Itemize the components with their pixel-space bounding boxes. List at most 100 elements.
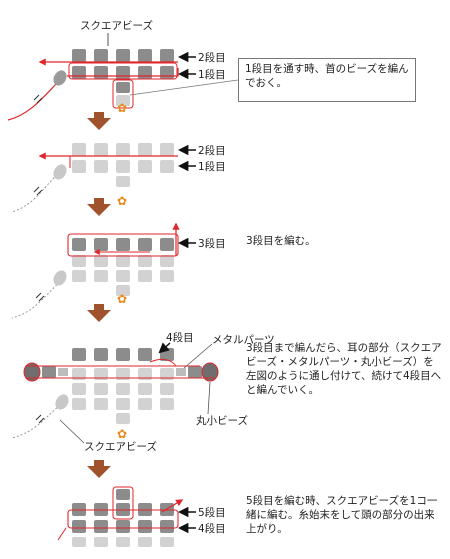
- bead: [94, 49, 108, 62]
- flower-icon: ✿: [117, 101, 127, 115]
- bead: [138, 255, 152, 267]
- step2-row1-label: 1段目: [198, 160, 226, 173]
- bead: [138, 348, 152, 361]
- bead: [72, 255, 86, 267]
- bead: [72, 238, 86, 251]
- bead: [72, 520, 86, 533]
- step1-row1-label: 1段目: [198, 68, 226, 81]
- break-mark: [35, 414, 45, 424]
- down-arrow-icon: [87, 198, 111, 216]
- bead: [138, 398, 152, 410]
- step1-note: 1段目を通す時、首のビーズを編んでおく。: [238, 58, 416, 102]
- bead: [138, 49, 152, 62]
- bead: [94, 238, 108, 251]
- bead: [94, 398, 108, 410]
- bead: [72, 383, 86, 395]
- step5-diagram: 5段目 4段目: [57, 486, 226, 547]
- needle-end: [53, 164, 67, 180]
- bead: [94, 255, 108, 267]
- bead: [160, 255, 174, 267]
- neck-bead: [116, 413, 130, 424]
- bead: [138, 368, 152, 380]
- step1-title: スクエアビーズ: [80, 19, 153, 32]
- bead: [138, 383, 152, 395]
- bead: [160, 66, 174, 79]
- thread-tail: [11, 404, 61, 439]
- note-leader: [129, 79, 239, 96]
- step5-row4-beads: [72, 520, 174, 533]
- bead: [138, 160, 152, 173]
- metal-part: [58, 368, 68, 376]
- neck-bead: [116, 82, 130, 93]
- bead: [138, 537, 152, 547]
- step4-row4-label: 4段目: [166, 331, 194, 344]
- bead: [94, 143, 108, 156]
- round-leader: [207, 381, 211, 415]
- bead: [94, 537, 108, 547]
- step1-row1-beads: [72, 66, 174, 106]
- step3-row3-beads: [72, 238, 174, 251]
- bead: [138, 66, 152, 79]
- ear-right: [176, 362, 219, 382]
- step4-round-label: 丸小ビーズ: [196, 414, 248, 427]
- bead: [72, 160, 86, 173]
- flower-icon: ✿: [117, 194, 127, 208]
- step5-row5-label: 5段目: [198, 506, 226, 519]
- step2-diagram: ✿ 2段目 1段目: [11, 143, 226, 213]
- bead: [160, 160, 174, 173]
- bead: [138, 143, 152, 156]
- bead: [160, 520, 174, 533]
- round-bead: [23, 362, 41, 382]
- needle-end: [55, 394, 69, 410]
- round-bead: [201, 362, 219, 382]
- step5-note: 5段目を編む時、スクエアビーズを1コ一緒に編む。糸始末をして頭の部分の出来上がり…: [246, 495, 438, 535]
- break-mark: [35, 292, 45, 302]
- down-arrow-icon: [87, 460, 111, 478]
- break-mark: [33, 186, 43, 196]
- step4-lower-beads: [72, 368, 174, 424]
- step3-note: 3段目を編む。: [246, 235, 316, 247]
- square-leader: [59, 419, 85, 444]
- bead: [138, 238, 152, 251]
- step4-row4-beads: [72, 348, 174, 361]
- step3-lower-beads: [72, 255, 174, 296]
- metal-leader: [183, 343, 213, 369]
- bead: [72, 348, 86, 361]
- bead: [160, 49, 174, 62]
- thread-path: [149, 358, 177, 367]
- thread-tail: [11, 171, 61, 213]
- metal-part: [176, 368, 186, 376]
- bead: [94, 520, 108, 533]
- bead: [72, 537, 86, 547]
- step3-diagram: ✿ 3段目: [11, 222, 226, 319]
- thread-loop: [68, 62, 178, 80]
- bead: [72, 398, 86, 410]
- needle-end: [53, 270, 67, 286]
- bead: [72, 368, 86, 380]
- thread-path: [57, 527, 67, 541]
- bead: [160, 143, 174, 156]
- step4-diagram: ✿ 4段目 メタルパーツ 丸小ビーズ スクエアビーズ: [11, 331, 275, 453]
- step1-diagram: スクエアビーズ ✿ 2段目: [7, 19, 239, 121]
- step5-row4-label: 4段目: [198, 522, 226, 535]
- ear-square-bead: [42, 366, 56, 378]
- neck-bead: [116, 285, 130, 296]
- ear-left: [23, 362, 68, 382]
- bead: [94, 270, 108, 282]
- neck-bead: [116, 95, 130, 106]
- bead: [116, 368, 130, 380]
- ear-square-bead: [188, 366, 202, 378]
- bead: [160, 537, 174, 547]
- down-arrow-icon: [87, 112, 111, 130]
- bead: [94, 66, 108, 79]
- bead: [160, 368, 174, 380]
- step4-metal-label: メタルパーツ: [212, 334, 275, 346]
- bead: [94, 160, 108, 173]
- neck-bead: [116, 176, 130, 187]
- bead: [116, 143, 130, 156]
- bead: [116, 238, 130, 251]
- bead: [94, 348, 108, 361]
- flower-icon: ✿: [117, 292, 127, 306]
- step5-lower-beads: [72, 537, 174, 547]
- bead: [72, 270, 86, 282]
